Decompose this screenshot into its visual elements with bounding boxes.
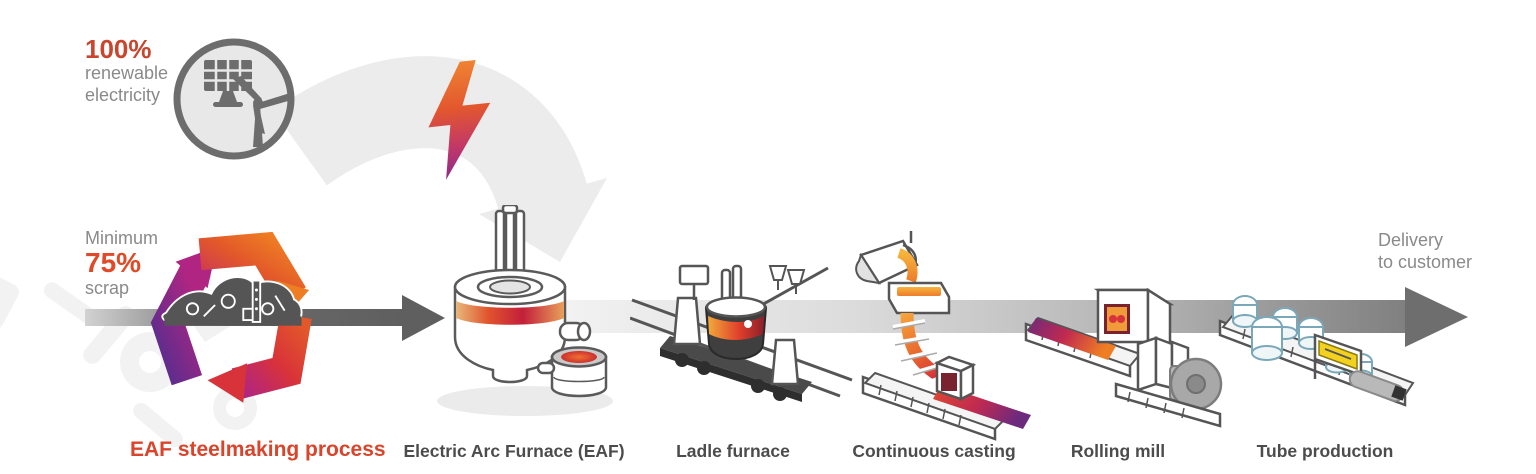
scrap-pile-icon: [161, 276, 303, 326]
wind-turbine-icon: [233, 76, 290, 147]
stage-label-eaf: Electric Arc Furnace (EAF): [403, 441, 625, 461]
recycle-arrow-bottom: [207, 313, 312, 403]
stage-label-ladle-furnace: Ladle furnace: [676, 441, 790, 461]
scrap-line2: scrap: [85, 278, 130, 298]
lightning-bolt-icon: [412, 56, 508, 186]
scrap-value: 75%: [85, 247, 142, 278]
recycle-scrap-icon: [138, 222, 326, 420]
scrap-line1: Minimum: [85, 228, 159, 248]
electricity-input-block: 100% renewable electricity: [85, 36, 168, 106]
rolling-mill-icon: [1020, 272, 1225, 432]
delivery-line1: Delivery: [1378, 230, 1444, 250]
electricity-value: 100%: [85, 34, 152, 64]
scrap-input-block: Minimum 75% scrap: [85, 227, 158, 299]
stage-label-rolling-mill: Rolling mill: [1070, 441, 1166, 461]
diagram-title: EAF steelmaking process: [130, 438, 386, 461]
electricity-line1: renewable: [85, 63, 169, 83]
transfer-ladle-icon: [536, 346, 608, 398]
continuous-casting-icon: [845, 225, 1045, 443]
eaf-furnace-icon: [430, 205, 615, 420]
laser-sign-icon: [1313, 333, 1363, 379]
delivery-line2: to customer: [1378, 252, 1473, 272]
delivery-block: Delivery to customer: [1378, 229, 1472, 273]
tube-production-icon: [1215, 283, 1415, 428]
stage-label-continuous-casting: Continuous casting: [852, 441, 1016, 461]
electricity-line2: electricity: [85, 85, 161, 105]
pouring-ladle-icon: [855, 231, 919, 285]
ladle-furnace-icon: [630, 252, 855, 424]
stage-label-tube-production: Tube production: [1256, 441, 1394, 461]
renewable-energy-icon: [169, 35, 299, 165]
steel-tube-icon: [1348, 370, 1407, 402]
